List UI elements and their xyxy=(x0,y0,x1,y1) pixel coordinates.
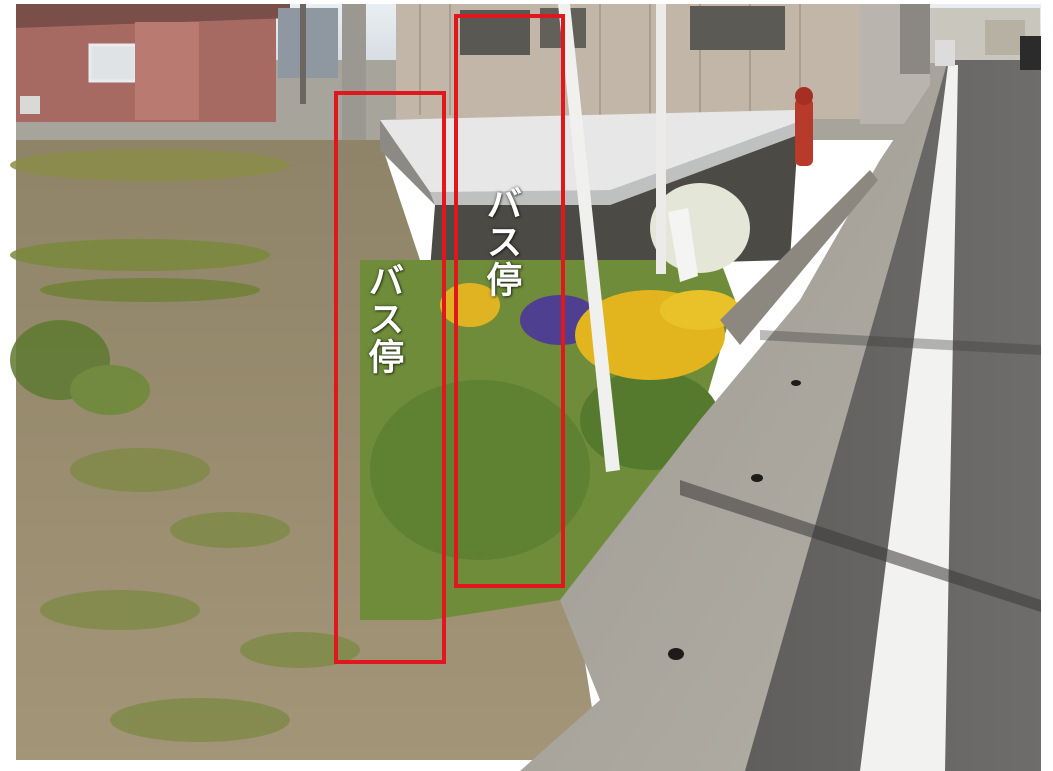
crop-rows xyxy=(10,149,290,415)
shadow-line xyxy=(760,330,1041,355)
white-pole xyxy=(558,4,620,472)
pavement-hole xyxy=(791,380,801,386)
shed-building xyxy=(396,4,930,124)
small-sign xyxy=(668,208,698,282)
lane-line xyxy=(860,65,958,771)
sidewalk xyxy=(520,70,960,771)
road xyxy=(745,60,1041,771)
fire-hydrant xyxy=(795,87,813,166)
utility-pole-thin xyxy=(300,4,306,104)
pavement-hole xyxy=(751,474,763,482)
parked-car xyxy=(935,40,955,66)
curb-block xyxy=(720,170,878,345)
pavement-hole xyxy=(668,648,684,660)
shadow-line xyxy=(680,480,1041,612)
weed-patches xyxy=(40,448,360,742)
utility-pole xyxy=(342,4,366,152)
bus-stop-label-left: バス停 xyxy=(362,262,404,376)
bus-stop-marker-right xyxy=(454,14,565,588)
left-house xyxy=(16,4,290,122)
white-pole-right xyxy=(656,4,666,274)
parked-car xyxy=(1020,36,1041,70)
bus-stop-label-right: バス停 xyxy=(480,185,522,299)
bus-stop-marker-left xyxy=(334,91,446,664)
